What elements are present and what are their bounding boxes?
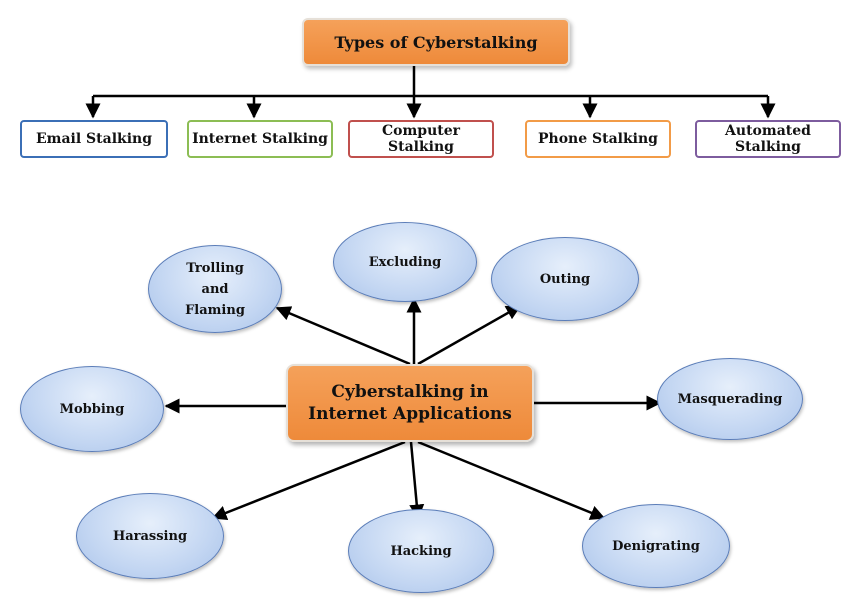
- arrow-to-outing: [417, 304, 522, 366]
- cyberstalking-internet-applications-center: Cyberstalking in Internet Applications: [286, 364, 534, 442]
- outing-node: Outing: [491, 237, 639, 321]
- hacking-node: Hacking: [348, 509, 494, 593]
- arrow-to-harassing: [211, 440, 406, 521]
- arrow-to-denigrating: [417, 440, 606, 520]
- harassing-node: Harassing: [76, 493, 224, 579]
- phone-stalking-box: Phone Stalking: [525, 120, 671, 158]
- computer-stalking-box: Computer Stalking: [348, 120, 494, 158]
- arrow-to-hacking: [409, 441, 425, 520]
- internet-stalking-box: Internet Stalking: [187, 120, 333, 158]
- mobbing-node: Mobbing: [20, 366, 164, 452]
- arrow-to-trolling: [275, 306, 411, 366]
- excluding-node: Excluding: [333, 222, 477, 302]
- types-of-cyberstalking-title: Types of Cyberstalking: [302, 18, 570, 66]
- automated-stalking-box: Automated Stalking: [695, 120, 841, 158]
- masquerading-node: Masquerading: [657, 358, 803, 440]
- trolling-and-flaming-node: Trolling and Flaming: [148, 245, 282, 333]
- email-stalking-box: Email Stalking: [20, 120, 168, 158]
- denigrating-node: Denigrating: [582, 504, 730, 588]
